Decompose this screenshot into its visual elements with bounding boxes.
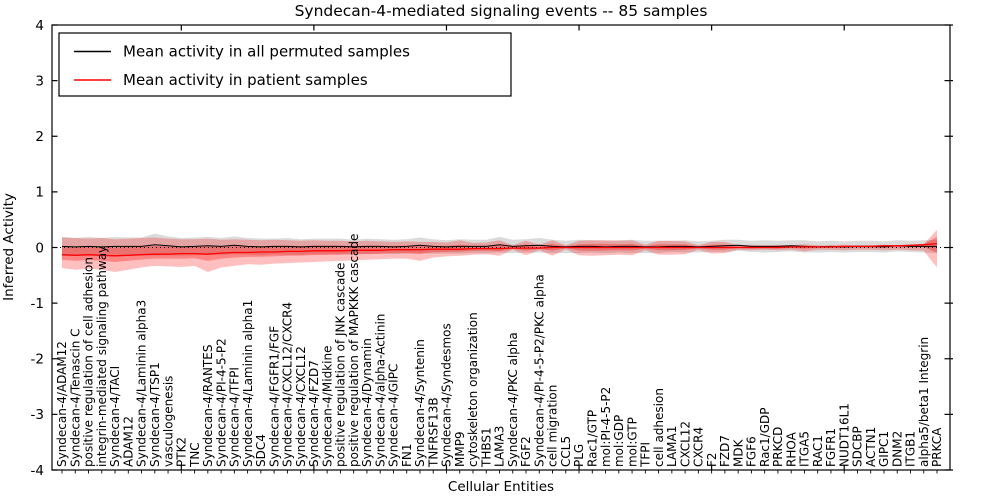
x-category-label: Syndecan-4/PKC alpha <box>506 332 520 467</box>
x-category-label: Syndecan-4/PI-4-5-P2/PKC alpha <box>532 274 546 467</box>
x-axis-label: Cellular Entities <box>448 479 554 495</box>
x-category-label: CXCR4 <box>692 427 706 467</box>
x-category-label: FGF6 <box>745 436 759 467</box>
y-tick-label: 0 <box>35 240 44 256</box>
x-category-label: TFPI <box>639 442 653 468</box>
legend-label-permuted: Mean activity in all permuted samples <box>123 43 410 61</box>
x-category-label: TNFRSF13B <box>426 397 440 468</box>
legend-label-patient: Mean activity in patient samples <box>123 71 368 89</box>
legend: Mean activity in all permuted samples Me… <box>58 32 512 97</box>
x-category-label: Syndecan-4/CXCL12 <box>294 346 308 467</box>
x-category-label: Syndecan-4/Midkine <box>320 346 334 467</box>
x-category-label: LAMA3 <box>493 426 507 467</box>
x-category-label: Syndecan-4/PI-4-5-P2 <box>214 338 228 467</box>
y-tick-label: -2 <box>31 352 44 368</box>
x-category-label: Syndecan-4/TFPI <box>228 367 242 467</box>
x-category-label: THBS1 <box>479 427 493 468</box>
x-category-label: Syndecan-4/Laminin alpha3 <box>135 300 149 467</box>
x-category-label: Syndecan-4/Tenascin C <box>68 328 82 467</box>
y-axis-label: Inferred Activity <box>1 193 17 301</box>
x-category-label: PLG <box>572 444 586 467</box>
y-tick-label: 2 <box>35 129 44 145</box>
x-category-label: cell adhesion <box>652 388 666 467</box>
permuted-mean-line <box>61 244 937 248</box>
x-category-label: FGFR1 <box>824 428 838 467</box>
x-category-label: Rac1/GDP <box>758 408 772 467</box>
x-category-label: integrin-mediated signaling pathway <box>95 246 109 467</box>
x-category-label: SDCBP <box>851 426 865 467</box>
patient-band-inner <box>62 236 937 262</box>
x-category-label: ITGB1 <box>904 431 918 467</box>
x-category-label: FN1 <box>400 443 414 467</box>
x-category-label: Syndecan-4/ADAM12 <box>55 341 69 467</box>
y-tick-label: -3 <box>31 407 44 423</box>
x-category-label: ADAM12 <box>121 416 135 467</box>
x-category-label: CXCL12 <box>678 421 692 467</box>
x-category-label: GIPC1 <box>877 431 891 467</box>
y-tick-label: 4 <box>35 18 44 34</box>
x-category-label: Rac1/GTP <box>586 410 600 467</box>
x-category-label: Syndecan-4/Laminin alpha1 <box>241 300 255 467</box>
x-category-label: Syndecan-4/TSP1 <box>148 362 162 467</box>
x-category-label: Syndecan-4/FZD7 <box>307 360 321 467</box>
x-category-label: Syndecan-4/FGFR1/FGF <box>267 326 281 467</box>
x-category-label: mol:GTP <box>625 417 639 467</box>
x-category-label: PRKCA <box>930 427 944 467</box>
x-category-label: DNM2 <box>890 431 904 467</box>
x-category-label: mol:PI-4-5-P2 <box>599 387 613 467</box>
chart-title: Syndecan-4-mediated signaling events -- … <box>295 2 708 20</box>
x-category-label: vasculogenesis <box>161 376 175 467</box>
x-category-label: Syndecan-4/Syndesmos <box>440 323 454 467</box>
x-category-label: alpha5/beta1 Integrin <box>917 337 931 467</box>
y-tick-label: -4 <box>31 463 44 479</box>
x-category-label: Syndecan-4/GIPC <box>387 364 401 467</box>
x-category-label: FZD7 <box>718 435 732 467</box>
x-category-label: positive regulation of cell adhesion <box>82 257 96 467</box>
x-category-label: ACTN1 <box>864 427 878 467</box>
x-category-label: Syndecan-4/alpha-Actinin <box>373 314 387 467</box>
patient-mean-line <box>61 242 938 257</box>
x-category-label: CCL5 <box>559 436 573 467</box>
x-category-label: ITGA5 <box>798 431 812 467</box>
x-category-label: PRKCD <box>771 427 785 467</box>
x-category-label: positive regulation of JNK cascade <box>334 263 348 467</box>
x-category-label: F2 <box>705 452 719 467</box>
x-category-label: MMP9 <box>453 431 467 467</box>
x-category-label: FGF2 <box>519 436 533 467</box>
x-category-label: Syndecan-4/RANTES <box>201 345 215 467</box>
x-category-label: SDC4 <box>254 434 268 467</box>
y-tick-label: 3 <box>35 73 44 89</box>
x-category-label: LAMA1 <box>665 426 679 467</box>
x-category-label: mol:GDP <box>612 415 626 467</box>
x-category-label: positive regulation of MAPKKK cascade <box>347 234 361 467</box>
x-category-label: NUDT16L1 <box>837 403 851 467</box>
x-category-label: Syndecan-4/TACI <box>108 366 122 467</box>
legend-box <box>58 32 512 97</box>
x-category-label: RHOA <box>784 431 798 467</box>
y-tick-label: 1 <box>35 185 44 201</box>
patient-band-outer <box>62 229 937 272</box>
x-category-label: TNC <box>188 442 202 468</box>
x-category-label: Syndecan-4/Dynamin <box>360 338 374 467</box>
y-tick-label: -1 <box>31 296 44 312</box>
x-category-label: Syndecan-4/CXCL12/CXCR4 <box>281 302 295 467</box>
x-category-label: PTK2 <box>175 437 189 467</box>
x-category-label: RAC1 <box>811 435 825 467</box>
x-category-label: Syndecan-4/Syntenin <box>413 339 427 467</box>
plot-border <box>51 24 951 471</box>
x-category-label: MDK <box>731 438 745 467</box>
x-category-label: cytoskeleton organization <box>466 312 480 467</box>
x-category-label: cell migration <box>546 385 560 467</box>
